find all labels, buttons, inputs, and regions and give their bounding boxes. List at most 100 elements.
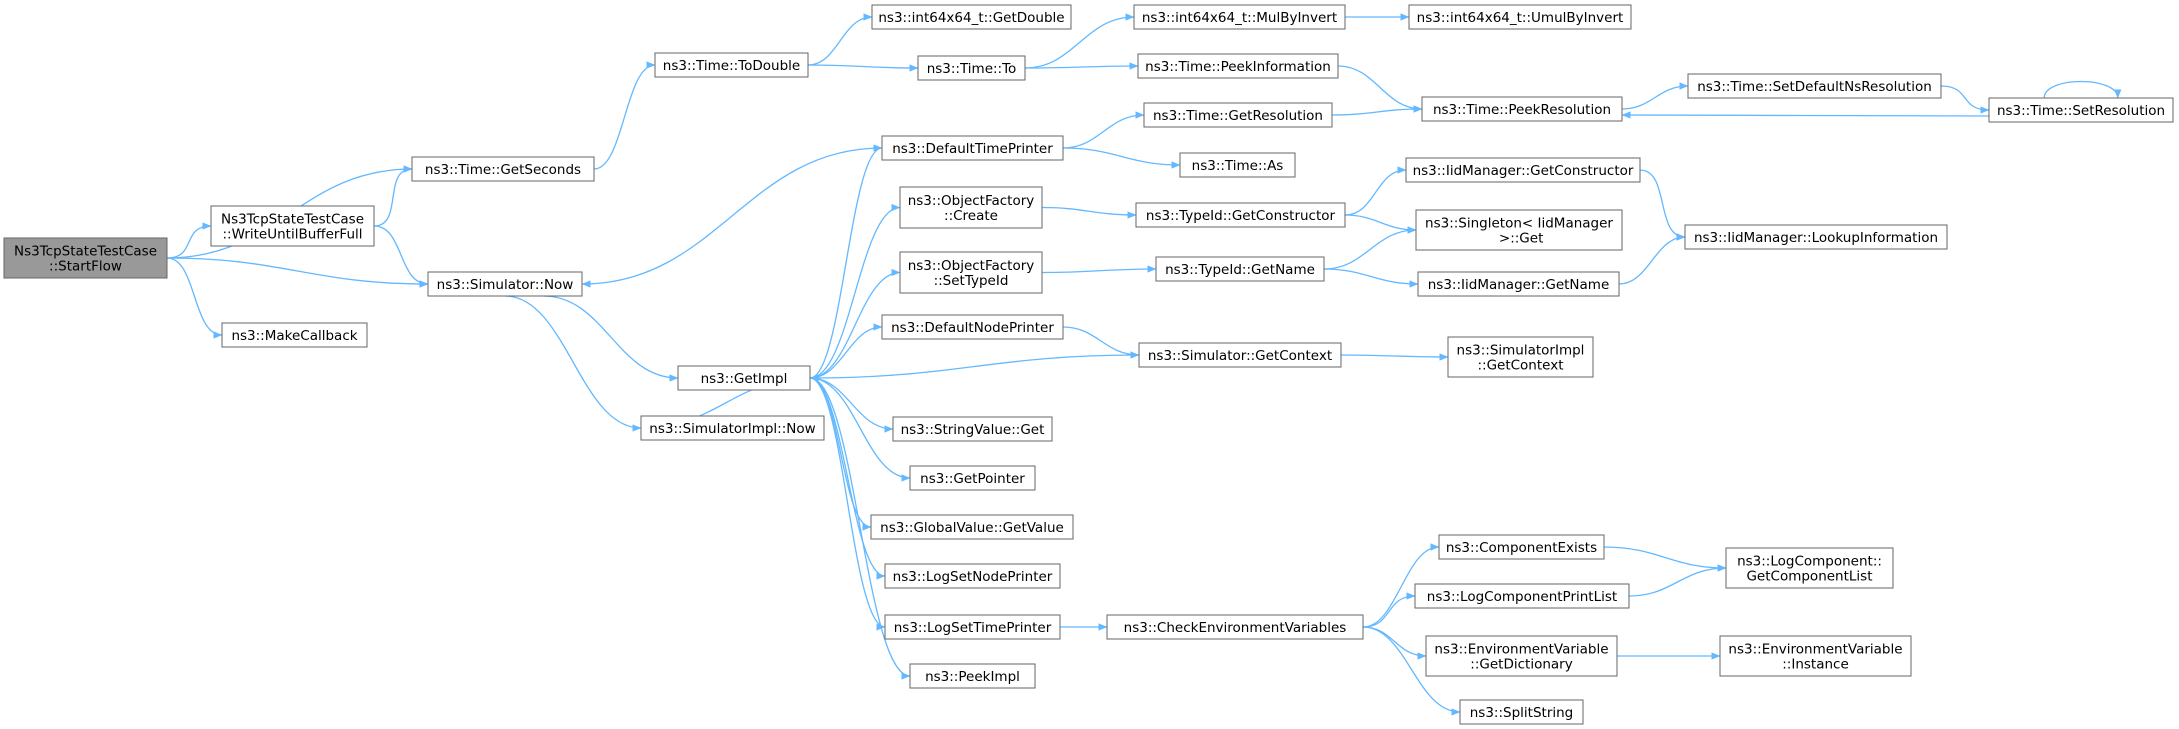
node-label: ns3::SimulatorImpl::Now [649,421,815,437]
edge-line [1362,626,1461,716]
edge-objfactsettype-to-typeidgetname [1041,265,1157,274]
edge-line [1603,546,1727,572]
node-layer: Ns3TcpStateTestCase::StartFlow ns3::Time:… [3,4,2174,725]
node-box [427,271,583,297]
node-setres[interactable]: ns3::Time::SetResolution [1988,97,2174,123]
node-label: ns3::GlobalValue::GetValue [880,520,1064,536]
node-getseconds[interactable]: ns3::Time::GetSeconds [411,156,595,182]
edge-startflow-to-makecallback [166,257,223,339]
node-iidgetctor[interactable]: ns3::IidManager::GetConstructor [1405,157,1641,183]
node-label: ns3::Simulator::Now [437,277,574,293]
node-globalgetvalue[interactable]: ns3::GlobalValue::GetValue [870,514,1074,540]
node-box [677,365,811,391]
node-splitstring[interactable]: ns3::SplitString [1459,699,1584,725]
edge-line [1344,166,1407,216]
node-label: ns3::Time::ToDouble [663,58,800,74]
edge-line [1062,111,1145,149]
edge-line [1041,265,1157,274]
node-compexists[interactable]: ns3::ComponentExists [1438,534,1605,560]
node-todouble[interactable]: ns3::Time::ToDouble [654,52,809,78]
node-singletonget[interactable]: ns3::Singleton< IidManager >::Get [1415,209,1623,251]
node-box [884,563,1061,589]
edge-line [166,222,212,259]
node-label: ::WriteUntilBufferFull [222,227,362,243]
node-label: ns3::DefaultNodePrinter [891,320,1054,336]
node-label: ns3::GetImpl [701,371,788,387]
edge-line [809,377,911,680]
node-envgetdict[interactable]: ns3::EnvironmentVariable::GetDictionary [1425,635,1618,677]
node-simnow[interactable]: ns3::Simulator::Now [427,271,583,297]
edge-line [504,295,642,432]
node-defaultnodeprinter[interactable]: ns3::DefaultNodePrinter [881,314,1064,340]
node-simimplgetcontext[interactable]: ns3::SimulatorImpl::GetContext [1447,336,1594,378]
edge-line [581,147,883,288]
node-getcomplist[interactable]: ns3::LogComponent::GetComponentList [1725,547,1894,589]
node-envinstance[interactable]: ns3::EnvironmentVariable::Instance [1719,635,1912,677]
node-box [1415,209,1623,251]
node-getdouble[interactable]: ns3::int64x64_t::GetDouble [871,4,1072,30]
edge-simnow-to-getimpl [543,295,679,382]
edge-line [543,295,679,382]
node-box [870,514,1074,540]
node-peekinfo[interactable]: ns3::Time::PeekInformation [1137,53,1339,79]
edge-typeidgetname-to-iidgetname [1323,268,1419,288]
node-writeuntil[interactable]: Ns3TcpStateTestCase::WriteUntilBufferFul… [210,205,375,247]
edge-getresolution-to-peekres [1331,105,1423,116]
node-label: ns3::Time::GetSeconds [425,162,581,178]
edge-line [1362,626,1427,660]
node-label: ns3::LogSetTimePrinter [894,620,1052,636]
node-checkenv[interactable]: ns3::CheckEnvironmentVariables [1106,614,1364,640]
node-typeidgetctor[interactable]: ns3::TypeId::GetConstructor [1135,202,1346,228]
node-label: ::GetContext [1477,358,1563,374]
node-peekimpl[interactable]: ns3::PeekImpl [909,663,1036,689]
node-getpointer[interactable]: ns3::GetPointer [909,465,1036,491]
edge-writeuntil-to-getseconds [373,165,413,227]
node-stringvalueget[interactable]: ns3::StringValue::Get [892,416,1053,442]
node-simimplnow[interactable]: ns3::SimulatorImpl::Now [640,415,825,441]
node-logcompprintlist[interactable]: ns3::LogComponentPrintList [1414,583,1630,609]
node-lookupinfo[interactable]: ns3::IidManager::LookupInformation [1684,224,1948,250]
node-simgetcontext[interactable]: ns3::Simulator::GetContext [1138,342,1342,368]
edge-line [373,225,429,288]
node-label: ns3::CheckEnvironmentVariables [1124,620,1347,636]
edge-checkenv-to-logcompprintlist [1362,592,1416,628]
edge-line [166,257,223,339]
node-getimpl[interactable]: ns3::GetImpl [677,365,811,391]
node-logsetnode[interactable]: ns3::LogSetNodePrinter [884,563,1061,589]
node-label: ns3::Time::As [1192,158,1284,174]
node-umulbyinvert[interactable]: ns3::int64x64_t::UmulByInvert [1408,4,1632,30]
node-startflow[interactable]: Ns3TcpStateTestCase::StartFlow [3,237,168,279]
node-timeas[interactable]: ns3::Time::As [1179,152,1296,178]
node-logsettime[interactable]: ns3::LogSetTimePrinter [884,614,1061,640]
node-peekres[interactable]: ns3::Time::PeekResolution [1421,96,1623,122]
node-box [881,135,1064,161]
edge-line [1323,268,1419,288]
node-setdefaultns[interactable]: ns3::Time::SetDefaultNsResolution [1687,73,1942,99]
node-label: ns3::GetPointer [920,471,1025,487]
node-label: ns3::LogComponent:: [1737,554,1882,570]
node-box [899,186,1043,229]
node-label: ns3::LogSetNodePrinter [893,569,1053,585]
edge-getimpl-to-objfactsettype [809,268,901,379]
node-getresolution[interactable]: ns3::Time::GetResolution [1143,102,1333,128]
node-label: ns3::int64x64_t::GetDouble [878,10,1064,26]
node-defaulttimeprinter[interactable]: ns3::DefaultTimePrinter [881,135,1064,161]
node-box [1155,256,1325,282]
node-typeidgetname[interactable]: ns3::TypeId::GetName [1155,256,1325,282]
node-label: ns3::StringValue::Get [901,422,1045,438]
edge-line [1041,206,1137,219]
node-box [640,415,825,441]
node-label: ns3::int64x64_t::UmulByInvert [1417,10,1624,26]
node-makecallback[interactable]: ns3::MakeCallback [221,322,368,348]
node-mulbyinvert[interactable]: ns3::int64x64_t::MulByInvert [1133,4,1346,30]
node-objfactcreate[interactable]: ns3::ObjectFactory::Create [899,186,1043,229]
node-objfactsettype[interactable]: ns3::ObjectFactory::SetTypeId [899,251,1043,294]
node-label: ns3::TypeId::GetConstructor [1146,208,1336,224]
edge-line [1362,543,1440,628]
node-iidgetname[interactable]: ns3::IidManager::GetName [1417,271,1620,297]
node-timeto[interactable]: ns3::Time::To [917,55,1026,81]
edge-defaulttimeprinter-to-getresolution [1062,111,1145,149]
edge-writeuntil-to-simnow [373,225,429,288]
edge-line [166,257,429,288]
